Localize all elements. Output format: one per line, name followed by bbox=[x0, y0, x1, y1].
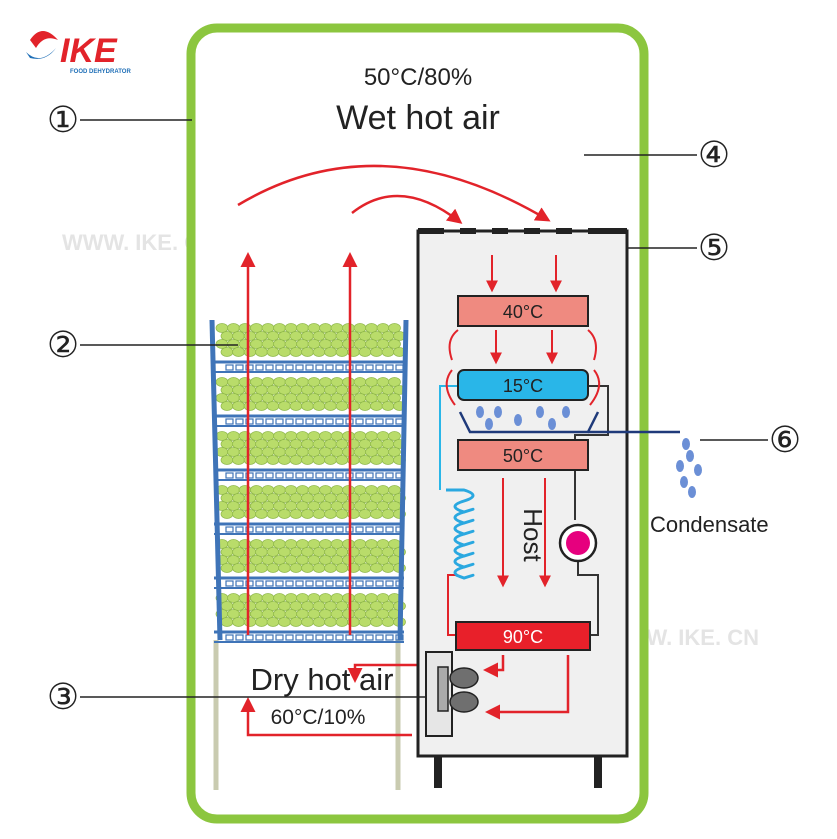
callout-marker: ② bbox=[47, 324, 238, 365]
callout-number: ⑤ bbox=[698, 227, 730, 268]
food-tray bbox=[214, 485, 406, 535]
return-air-arrow bbox=[240, 697, 412, 737]
callout-marker: ⑥ bbox=[700, 419, 801, 460]
water-drop-icon bbox=[680, 476, 688, 488]
compressor-core bbox=[566, 531, 590, 555]
callout-marker: ① bbox=[47, 99, 192, 140]
hot-air-arrow bbox=[485, 655, 570, 720]
condensate-label: Condensate bbox=[650, 512, 769, 537]
heat-zone-40 bbox=[457, 295, 589, 327]
water-drop-icon bbox=[682, 438, 690, 450]
zone-temp-label: 90°C bbox=[503, 627, 543, 647]
callout-marker: ④ bbox=[584, 134, 730, 175]
water-drop-icon bbox=[476, 406, 484, 418]
host-label: Host bbox=[518, 508, 548, 562]
logo-tagline: FOOD DEHYDRATOR bbox=[70, 69, 131, 75]
fan-icon bbox=[437, 666, 479, 713]
heat-zone-90 bbox=[455, 621, 591, 651]
air-flow-arrow bbox=[351, 194, 463, 224]
hot-air-arrow bbox=[483, 655, 505, 678]
condenser-coil bbox=[446, 488, 475, 580]
refrigerant-line bbox=[577, 560, 599, 636]
rack-side bbox=[209, 319, 223, 641]
food-tray bbox=[214, 593, 406, 643]
logo-text: IKE bbox=[60, 32, 118, 70]
brand-logo: IKE FOOD DEHYDRATOR bbox=[26, 31, 131, 75]
top-condition: 50°C/80% bbox=[364, 64, 472, 91]
callout-number: ② bbox=[47, 324, 79, 365]
rack-side bbox=[397, 319, 409, 641]
water-drop-icon bbox=[514, 414, 522, 426]
zone-temp-label: 15°C bbox=[503, 376, 543, 396]
condensate-drops bbox=[476, 406, 702, 498]
water-drop-icon bbox=[676, 460, 684, 472]
zone-temp-label: 50°C bbox=[503, 446, 543, 466]
water-drop-icon bbox=[686, 450, 694, 462]
callout-group: ① ② ③ ④ ⑤ ⑥ bbox=[47, 99, 801, 717]
food-tray bbox=[214, 539, 406, 589]
water-drop-icon bbox=[694, 464, 702, 476]
refrigerant-line bbox=[439, 385, 458, 490]
water-drop-icon bbox=[485, 418, 493, 430]
callout-number: ⑥ bbox=[769, 419, 801, 460]
callout-number: ③ bbox=[47, 676, 79, 717]
bottom-air-label: Dry hot air bbox=[251, 662, 394, 697]
zone-temp-label: 40°C bbox=[503, 302, 543, 322]
air-bypass-arrow bbox=[445, 369, 601, 406]
drip-tray bbox=[458, 411, 600, 434]
air-flow-arrow bbox=[237, 164, 551, 222]
water-drop-icon bbox=[548, 418, 556, 430]
host-unit: 40°C 15°C 50°C Host 90°C bbox=[416, 228, 680, 788]
refrigerant-line bbox=[447, 574, 456, 636]
callout-marker: ③ bbox=[47, 676, 426, 717]
logo-swoosh-icon bbox=[30, 31, 58, 48]
top-air-label: Wet hot air bbox=[336, 99, 500, 137]
callout-marker: ⑤ bbox=[627, 227, 730, 268]
return-air-arrow bbox=[347, 663, 436, 683]
water-drop-icon bbox=[494, 406, 502, 418]
callout-number: ④ bbox=[698, 134, 730, 175]
water-drop-icon bbox=[562, 406, 570, 418]
logo-wave-icon bbox=[26, 48, 56, 59]
evaporator-zone-15 bbox=[457, 369, 589, 401]
water-drop-icon bbox=[688, 486, 696, 498]
air-split-arrow bbox=[448, 329, 597, 361]
water-drop-icon bbox=[536, 406, 544, 418]
heat-zone-50 bbox=[457, 439, 589, 471]
callout-number: ① bbox=[47, 99, 79, 140]
bottom-condition: 60°C/10% bbox=[271, 706, 366, 729]
